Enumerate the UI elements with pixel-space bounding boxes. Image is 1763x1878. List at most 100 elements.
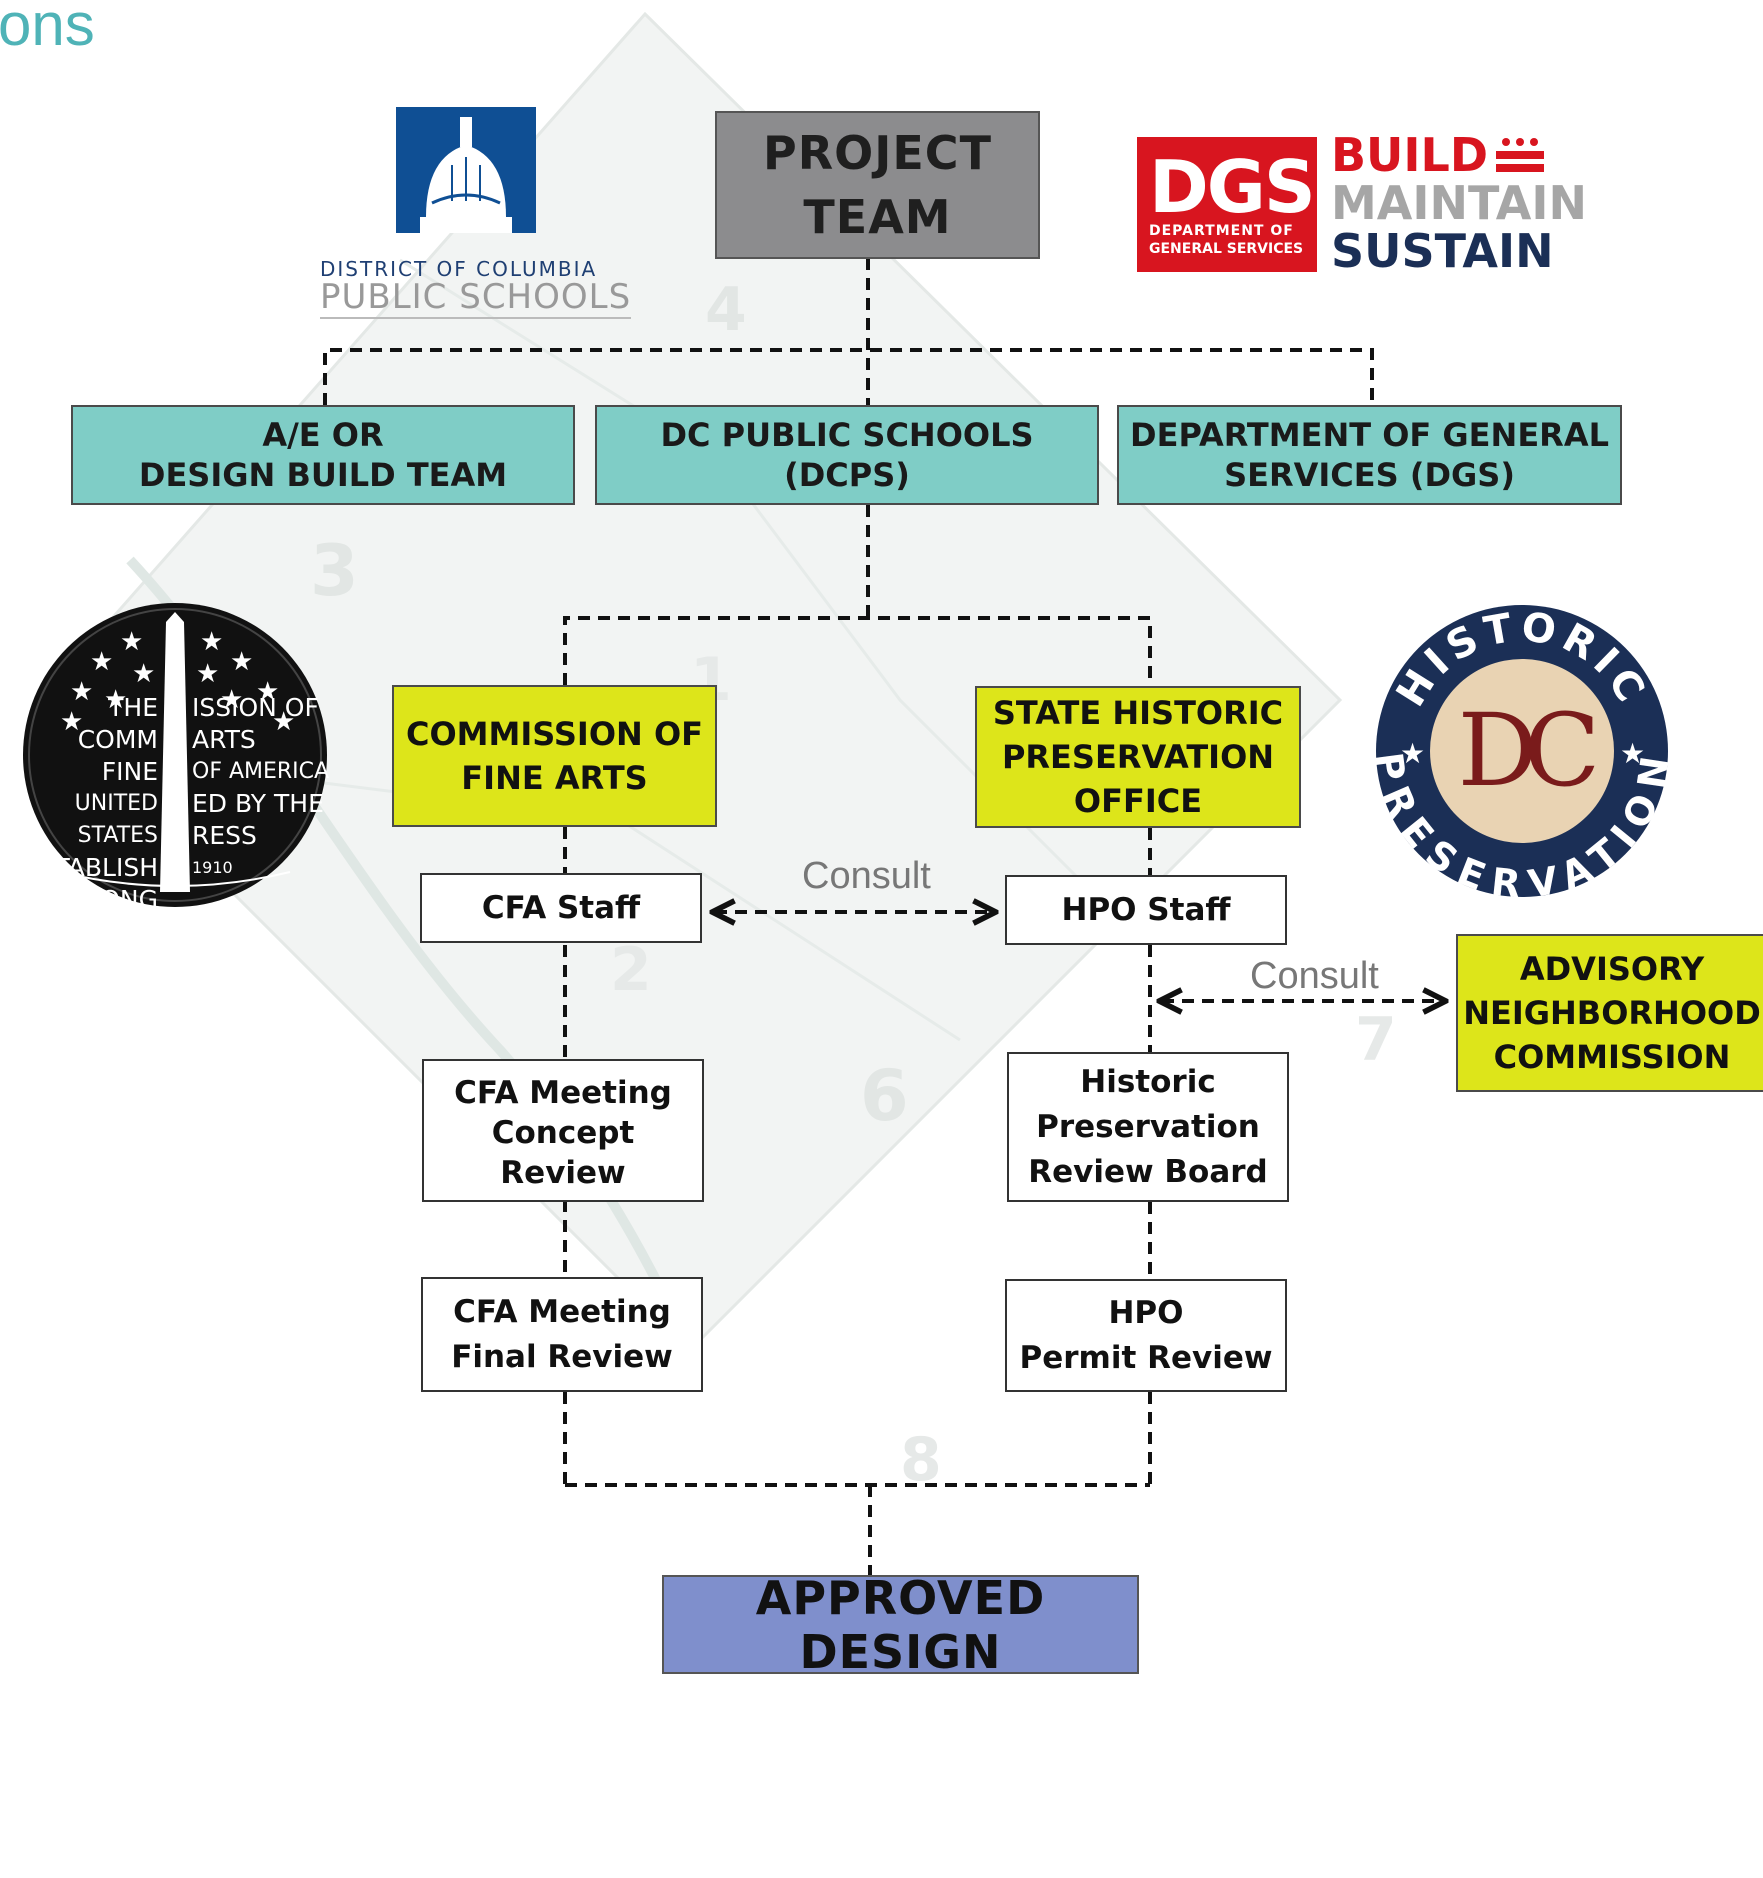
dgs-slogan-sustain: SUSTAIN bbox=[1331, 224, 1554, 278]
dgs-mark-box: DGS DEPARTMENT OF GENERAL SERVICES bbox=[1137, 137, 1317, 272]
seal-text: ARTS bbox=[192, 725, 256, 754]
node-label: (DCPS) bbox=[784, 456, 910, 494]
ward-number: 7 bbox=[1355, 1005, 1397, 1075]
node-cfa-concept-review: CFA Meeting Concept Review bbox=[422, 1059, 704, 1202]
page-title-fragment: ons bbox=[0, 0, 95, 58]
dgs-mark: DGS bbox=[1149, 145, 1316, 229]
node-dc-public-schools: DC PUBLIC SCHOOLS (DCPS) bbox=[595, 405, 1099, 505]
seal-text: MAY 17 bbox=[99, 922, 158, 941]
node-label: SERVICES (DGS) bbox=[1224, 456, 1515, 494]
svg-text:★: ★ bbox=[70, 677, 93, 707]
ward-number: 3 bbox=[310, 530, 359, 612]
svg-text:★: ★ bbox=[196, 659, 219, 689]
node-label: STATE HISTORIC bbox=[992, 694, 1284, 732]
washington-monument-icon: ★★★ ★★★ ★★★ ★★★ bbox=[23, 603, 327, 907]
svg-text:★: ★ bbox=[272, 707, 295, 737]
node-label: DEPARTMENT OF GENERAL bbox=[1130, 416, 1609, 454]
dcps-logo-line2: PUBLIC SCHOOLS bbox=[320, 277, 632, 319]
svg-text:★: ★ bbox=[256, 677, 279, 707]
dcps-logo-line1: DISTRICT OF COLUMBIA bbox=[320, 257, 598, 281]
node-label: FINE ARTS bbox=[461, 759, 648, 797]
node-approved-design: APPROVED DESIGN bbox=[662, 1571, 1139, 1679]
node-label: A/E OR bbox=[262, 416, 384, 454]
svg-text:★: ★ bbox=[220, 685, 243, 715]
svg-text:★: ★ bbox=[120, 627, 143, 657]
ward-number: 4 bbox=[705, 275, 747, 345]
cfa-seal-logo: ★★★ ★★★ ★★★ ★★★ THE COMM FINE UNITED STA… bbox=[20, 600, 332, 941]
node-cfa-staff: CFA Staff bbox=[420, 873, 702, 943]
dgs-slogan-build: BUILD bbox=[1331, 128, 1489, 182]
capitol-dome-icon bbox=[396, 107, 536, 233]
svg-text:★: ★ bbox=[90, 647, 113, 677]
node-label: Historic bbox=[1080, 1063, 1216, 1100]
historic-preservation-seal-logo: ★ ★ HISTORIC PRESERVATION DC bbox=[1374, 603, 1670, 899]
edge-split-bus bbox=[563, 616, 1152, 685]
dgs-sub1: DEPARTMENT OF bbox=[1149, 223, 1294, 239]
cfa-seal-left-text: THE COMM FINE UNITED STATES ESTABLISH CO… bbox=[20, 692, 158, 948]
dgs-logo: DGS DEPARTMENT OF GENERAL SERVICES BUILD… bbox=[1137, 131, 1587, 275]
node-state-historic-preservation-office: STATE HISTORIC PRESERVATION OFFICE bbox=[975, 686, 1301, 828]
node-hpo-staff: HPO Staff bbox=[1005, 875, 1287, 945]
svg-text:★: ★ bbox=[200, 627, 223, 657]
node-label: COMMISSION bbox=[1493, 1038, 1731, 1076]
node-label: OFFICE bbox=[1073, 782, 1203, 820]
seal-text: OF AMERICA bbox=[192, 759, 330, 784]
node-cfa-final-review: CFA Meeting Final Review bbox=[421, 1277, 703, 1392]
node-department-of-general-services: DEPARTMENT OF GENERAL SERVICES (DGS) bbox=[1117, 405, 1622, 505]
node-hpo-permit-review: HPO Permit Review bbox=[1005, 1279, 1287, 1392]
seal-text: RESS bbox=[192, 821, 257, 850]
node-project-team: PROJECT TEAM bbox=[715, 111, 1040, 259]
node-label: HPO bbox=[1108, 1294, 1184, 1331]
seal-text: ISSION OF bbox=[192, 693, 319, 722]
node-label: APPROVED DESIGN bbox=[755, 1570, 1046, 1679]
node-label: DC PUBLIC SCHOOLS bbox=[660, 416, 1034, 454]
node-label: HPO Staff bbox=[1061, 892, 1231, 928]
node-label: PROJECT bbox=[763, 126, 992, 180]
dgs-sub2: GENERAL SERVICES bbox=[1149, 241, 1304, 257]
node-label: CFA Meeting bbox=[454, 1075, 672, 1111]
dgs-slogan-maintain: MAINTAIN bbox=[1331, 176, 1588, 230]
cfa-seal-right-text: ISSION OF ARTS OF AMERICA ED BY THE RESS… bbox=[192, 692, 332, 884]
node-label: PRESERVATION bbox=[1001, 738, 1275, 776]
seal-text: ESTABLISH bbox=[22, 853, 158, 882]
node-advisory-neighborhood-commission: ADVISORY NEIGHBORHOOD COMMISSION bbox=[1456, 934, 1763, 1092]
seal-text: FINE bbox=[101, 757, 158, 786]
seal-text: 1910 bbox=[192, 858, 233, 877]
node-ae-design-build-team: A/E OR DESIGN BUILD TEAM bbox=[71, 405, 575, 505]
seal-text: THE COMM bbox=[77, 693, 158, 754]
svg-text:★: ★ bbox=[60, 707, 83, 737]
svg-text:★: ★ bbox=[104, 685, 127, 715]
seal-center-text: DC bbox=[1458, 692, 1595, 809]
edge-horizontal-bus bbox=[323, 348, 1374, 405]
svg-text:★: ★ bbox=[1400, 737, 1425, 770]
seal-text: CONG bbox=[82, 885, 158, 914]
node-label: Review Board bbox=[1028, 1153, 1268, 1190]
ward-number: 6 bbox=[860, 1055, 909, 1137]
svg-text:★: ★ bbox=[132, 659, 155, 689]
ward-number: 2 bbox=[610, 935, 652, 1005]
node-commission-of-fine-arts: COMMISSION OF FINE ARTS bbox=[392, 685, 717, 827]
dcps-logo: DISTRICT OF COLUMBIA PUBLIC SCHOOLS bbox=[320, 105, 640, 325]
node-label: Permit Review bbox=[1019, 1339, 1273, 1376]
node-historic-preservation-review-board: Historic Preservation Review Board bbox=[1007, 1052, 1289, 1202]
node-label: DESIGN BUILD TEAM bbox=[138, 456, 508, 494]
dc-flag-icon bbox=[1496, 138, 1544, 172]
node-label: COMMISSION OF bbox=[405, 715, 704, 753]
node-label: Preservation bbox=[1036, 1108, 1260, 1145]
dc-preservation-seal-icon: ★ ★ HISTORIC PRESERVATION DC bbox=[1374, 604, 1670, 899]
svg-text:★: ★ bbox=[1620, 737, 1645, 770]
node-label: Final Review bbox=[451, 1338, 673, 1375]
node-label: TEAM bbox=[803, 190, 952, 244]
node-label: CFA Meeting bbox=[453, 1293, 671, 1330]
svg-text:★: ★ bbox=[230, 647, 253, 677]
node-label: Concept Review bbox=[491, 1115, 635, 1191]
node-label: ADVISORY bbox=[1519, 950, 1705, 988]
seal-text: ED BY THE bbox=[192, 789, 324, 818]
seal-text: UNITED STATES bbox=[74, 791, 158, 848]
node-label: NEIGHBORHOOD bbox=[1463, 994, 1761, 1032]
edge-label-consult: Consult bbox=[802, 855, 931, 897]
node-label: CFA Staff bbox=[481, 890, 641, 926]
